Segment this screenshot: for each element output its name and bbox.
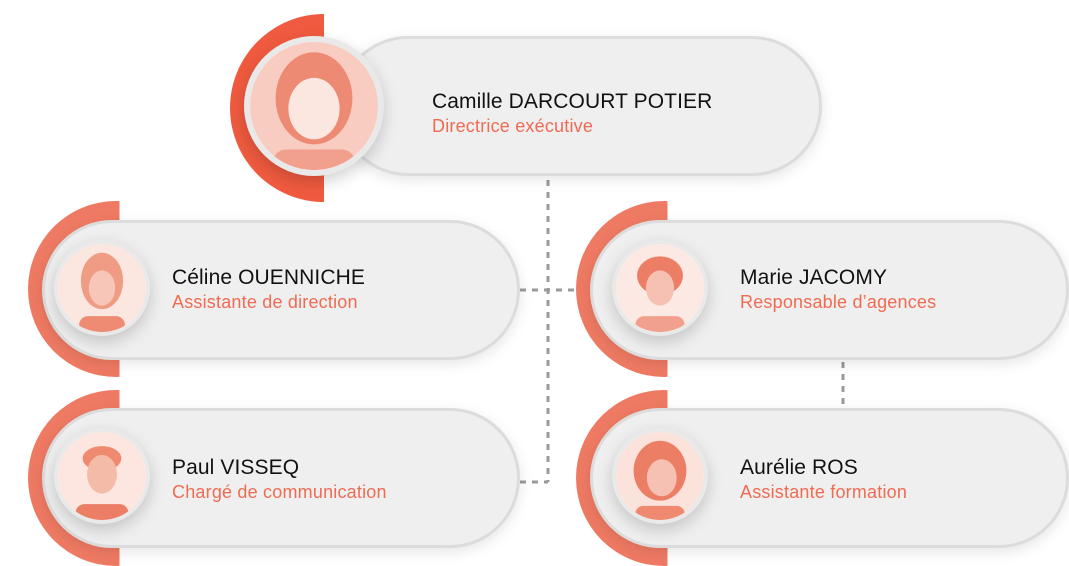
- person-role: Assistante de direction: [172, 292, 358, 312]
- portrait-photo-icon: [616, 244, 704, 332]
- avatar: [54, 240, 150, 336]
- portrait-photo-icon: [250, 42, 378, 170]
- avatar: [244, 36, 384, 176]
- person-name: Marie JACOMY: [740, 266, 888, 289]
- portrait-photo-icon: [616, 432, 704, 520]
- person-role: Assistante formation: [740, 482, 908, 502]
- avatar: [612, 240, 708, 336]
- avatar: [54, 428, 150, 524]
- person-name: Aurélie ROS: [740, 456, 858, 479]
- person-role: Directrice exécutive: [432, 116, 594, 136]
- person-name: Céline OUENNICHE: [172, 266, 365, 289]
- person-name: Camille DARCOURT POTIER: [432, 90, 713, 113]
- person-role: Chargé de communication: [172, 482, 387, 502]
- person-role: Responsable d’agences: [740, 292, 937, 312]
- avatar: [612, 428, 708, 524]
- person-name: Paul VISSEQ: [172, 456, 300, 479]
- portrait-photo-icon: [58, 432, 146, 520]
- name-pill: [338, 36, 822, 176]
- portrait-photo-icon: [58, 244, 146, 332]
